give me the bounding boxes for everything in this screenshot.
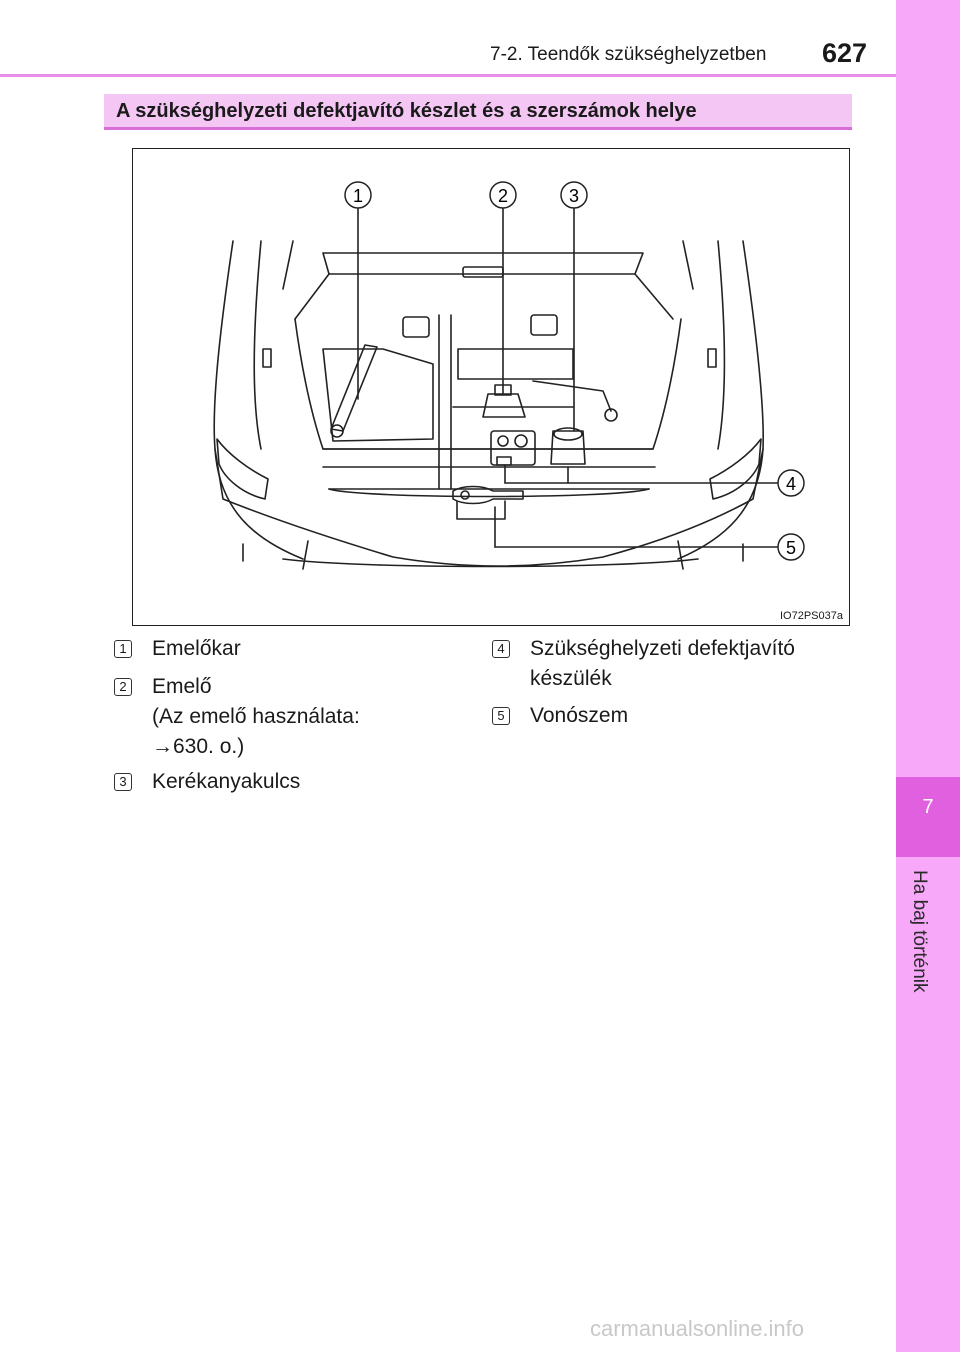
- section-title: A szükséghelyzeti defektjavító készlet é…: [104, 94, 852, 130]
- callout-layer: 1 2 3 4 5: [344, 181, 805, 561]
- legend-4-number: 4: [492, 640, 510, 658]
- callout-1-label: 1: [353, 186, 363, 206]
- header-rule: [0, 74, 896, 77]
- callout-2: 2: [489, 181, 517, 209]
- chapter-number: 7: [896, 777, 960, 857]
- figure-id: IO72PS037a: [780, 610, 843, 622]
- legend-2-line-1: Emelő: [152, 675, 212, 698]
- legend-item-4: 4 Szükséghelyzeti defektjavító készülék: [492, 634, 872, 694]
- legend-3-number: 3: [114, 773, 132, 791]
- legend-3-line-1: Kerékanyakulcs: [152, 770, 301, 793]
- callout-4: 4: [777, 469, 805, 497]
- header-section-title: 7-2. Teendők szükséghelyzetben: [490, 44, 767, 65]
- legend-4-line-2: készülék: [530, 667, 612, 690]
- callout-2-label: 2: [498, 186, 508, 206]
- callout-3-label: 3: [569, 186, 579, 206]
- chapter-label: Ha baj történik: [896, 870, 960, 1030]
- page-number: 627: [822, 38, 868, 68]
- legend-2-number: 2: [114, 678, 132, 696]
- legend-1-number: 1: [114, 640, 132, 658]
- chapter-label-text: Ha baj történik: [909, 870, 930, 993]
- watermark: carmanualsonline.info: [590, 1316, 805, 1341]
- side-tab: [896, 0, 960, 1352]
- trunk-illustration: [213, 204, 779, 570]
- callout-4-label: 4: [786, 474, 796, 494]
- legend-2-line-2: (Az emelő használata:: [152, 705, 360, 728]
- callout-1: 1: [344, 181, 372, 209]
- legend-item-3: 3 Kerékanyakulcs: [114, 767, 454, 797]
- callout-3: 3: [560, 181, 588, 209]
- legend-4-line-1: Szükséghelyzeti defektjavító: [530, 637, 795, 660]
- illustration-frame: 1 2 3 4 5 IO72PS037a: [132, 148, 850, 626]
- legend-item-1: 1 Emelőkar: [114, 634, 454, 664]
- legend-5-line-1: Vonószem: [530, 704, 629, 727]
- legend-1-line-1: Emelőkar: [152, 637, 241, 660]
- legend-5-number: 5: [492, 707, 510, 725]
- legend-item-5: 5 Vonószem: [492, 701, 872, 731]
- legend-item-2: 2 Emelő (Az emelő használata: →630. o.): [114, 672, 454, 762]
- callout-5-label: 5: [786, 538, 796, 558]
- callout-5: 5: [777, 533, 805, 561]
- legend-2-line-3: →630. o.): [152, 735, 245, 758]
